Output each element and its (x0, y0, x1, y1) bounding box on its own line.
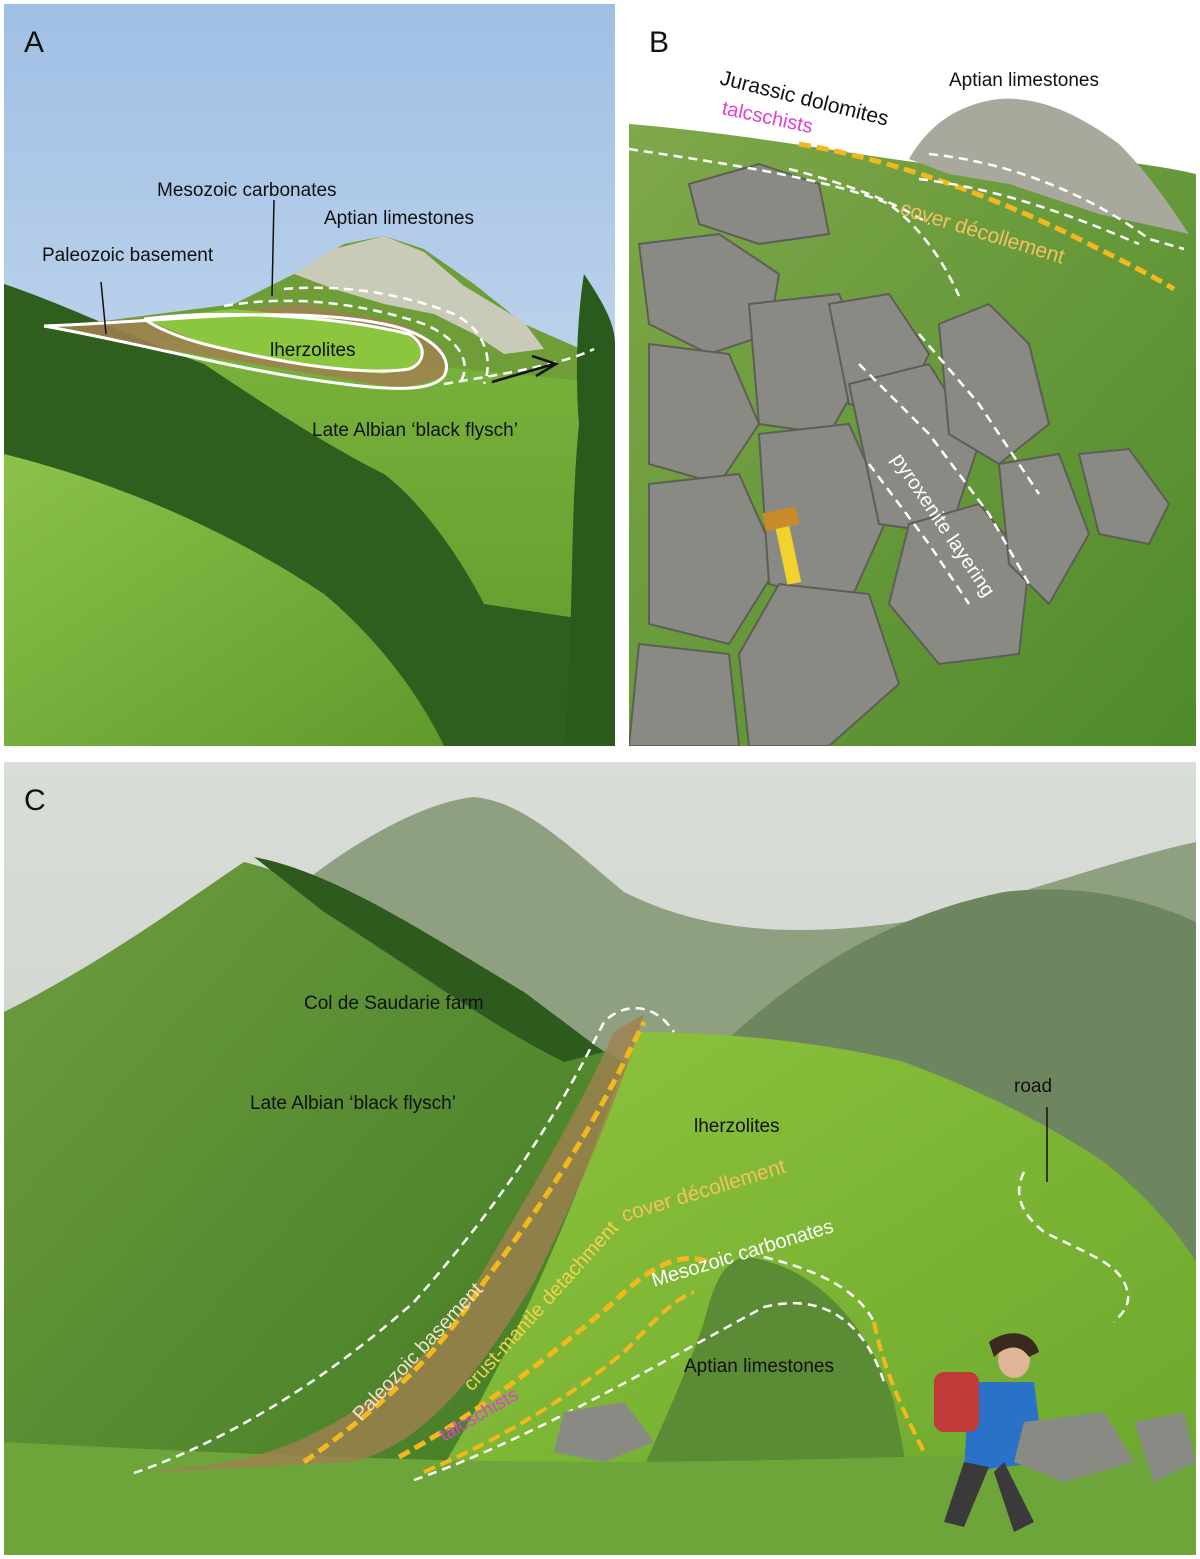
aptian-outcrop (909, 98, 1189, 234)
panel-b: B Jurassic dolomites Aptian limestones t… (629, 4, 1196, 746)
ridge-black-flysch (4, 862, 624, 1555)
lherzolite-outline (143, 312, 424, 373)
aptian-cliff (294, 236, 544, 354)
foreground-grass (4, 1442, 1196, 1555)
thrust-arrow (491, 354, 559, 384)
label-lherzolites: lherzolites (694, 1116, 780, 1137)
pyroxenite-line-2 (918, 333, 1041, 495)
label-black-flysch: Late Albian ‘black flysch’ (312, 420, 518, 441)
carbonate-boundary-1 (223, 299, 466, 385)
crust-mantle-detachment-line (302, 1020, 647, 1465)
paleozoic-basement-band (134, 1014, 644, 1473)
aptian-boundary-2 (918, 177, 1140, 246)
panel-a-photo: A Mesozoic carbonates Aptian limestones … (4, 4, 615, 746)
jurassic-lower-boundary (629, 147, 961, 297)
panel-a: A Mesozoic carbonates Aptian limestones … (4, 4, 615, 746)
foreground-meadow (4, 454, 444, 746)
label-lherzolites: lherzolites (270, 340, 356, 361)
panel-c-photo: C Col de Saudarie farm Late Albian ‘blac… (4, 762, 1196, 1555)
talcschist-lower-line (423, 1290, 695, 1474)
label-paleozoic-basement: Paleozoic basement (42, 245, 214, 266)
cover-decollement-line (397, 1255, 710, 1460)
label-mesozoic-carbonates: Mesozoic carbonates (157, 180, 337, 201)
rock-outcrop (629, 162, 1171, 746)
panel-letter: A (24, 26, 44, 59)
dolomite-boundary (788, 167, 930, 226)
basement-upper-boundary (133, 1006, 676, 1475)
road-outline (1017, 1171, 1130, 1323)
leader-carbonates (271, 199, 275, 297)
label-aptian-limestones: Aptian limestones (949, 70, 1099, 91)
aptian-boundary (413, 1302, 886, 1482)
cover-decollement-line (798, 141, 1176, 292)
carbonate-upper-boundary (763, 1255, 876, 1323)
carbonate-boundary-2 (283, 286, 489, 385)
foreground-rocks (554, 1402, 1196, 1482)
decollement-right-limb (872, 1321, 926, 1453)
ridge-forest (254, 857, 604, 1062)
panel-letter: C (24, 784, 46, 817)
panel-b-photo: B Jurassic dolomites Aptian limestones t… (629, 4, 1196, 746)
panel-c: C Col de Saudarie farm Late Albian ‘blac… (4, 762, 1196, 1555)
aptian-boundary-1 (928, 152, 1185, 251)
thrust-line (443, 347, 595, 386)
label-black-flysch: Late Albian ‘black flysch’ (250, 1093, 456, 1114)
panel-letter: B (649, 26, 669, 59)
label-col-de-saudarie: Col de Saudarie farm (304, 993, 484, 1014)
lherzolite-body (144, 309, 424, 374)
label-aptian-limestones: Aptian limestones (684, 1356, 834, 1377)
pyroxenite-line-1 (858, 363, 1031, 585)
label-aptian-limestones: Aptian limestones (324, 208, 474, 229)
right-trees (564, 274, 615, 746)
label-road: road (1014, 1076, 1052, 1097)
leader-basement (100, 281, 107, 335)
hammer (762, 506, 802, 585)
pyroxenite-line-3 (868, 463, 971, 605)
